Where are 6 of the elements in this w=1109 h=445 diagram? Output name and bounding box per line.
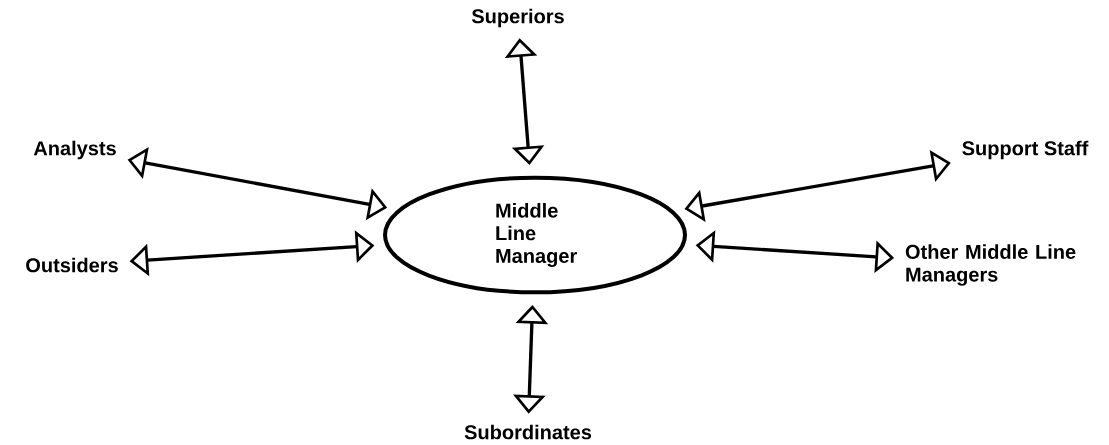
name-label: Other Middle Line Managers	[905, 244, 1076, 286]
name-label: Support Staff	[962, 140, 1089, 160]
name-label: Superiors	[471, 8, 564, 28]
name-label: Subordinates	[464, 424, 592, 440]
name-label: Analysts	[33, 140, 116, 160]
name-label: Outsiders	[26, 257, 118, 273]
